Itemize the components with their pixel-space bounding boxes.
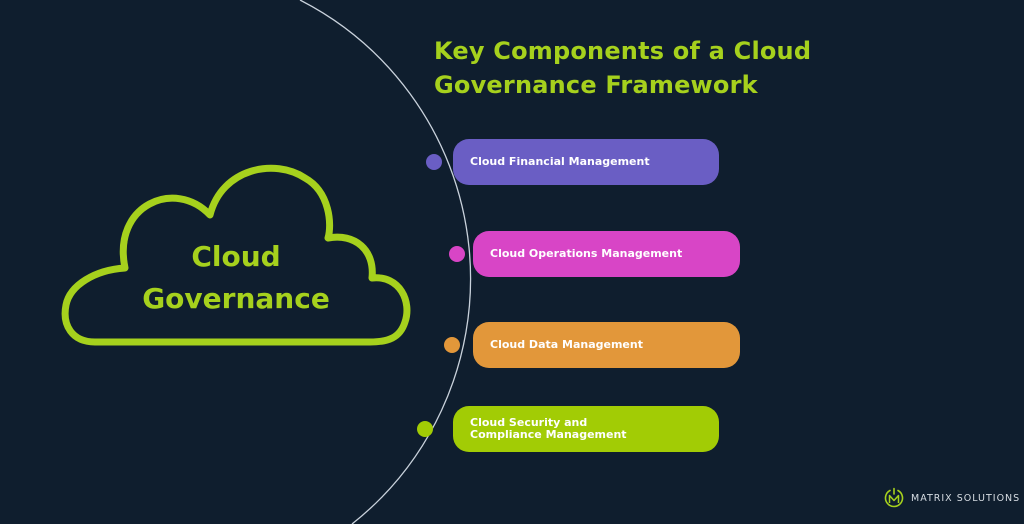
cloud-label-line-2: Governance xyxy=(142,282,330,315)
component-data-management: Cloud Data Management xyxy=(473,322,740,368)
component-label: Cloud Security and Compliance Management xyxy=(470,416,627,441)
component-operations-management: Cloud Operations Management xyxy=(473,231,740,277)
title-line-1: Key Components of a Cloud xyxy=(434,37,812,65)
component-security-compliance-management: Cloud Security and Compliance Management xyxy=(453,406,719,452)
logo-text: MATRIX SOLUTIONS xyxy=(911,492,1021,504)
timeline-dot-financial xyxy=(426,154,442,170)
power-m-icon xyxy=(884,487,904,508)
timeline-dot-security xyxy=(417,421,433,437)
component-financial-management: Cloud Financial Management xyxy=(453,139,719,185)
component-label: Cloud Financial Management xyxy=(470,155,650,168)
title-line-2: Governance Framework xyxy=(434,71,758,99)
component-label: Cloud Operations Management xyxy=(490,247,683,260)
timeline-dot-operations xyxy=(449,246,465,262)
cloud-label-line-1: Cloud xyxy=(191,240,281,273)
timeline-dot-data xyxy=(444,337,460,353)
page-title: Key Components of a Cloud Governance Fra… xyxy=(434,34,854,102)
cloud-governance-label: Cloud Governance xyxy=(110,236,362,320)
component-label: Cloud Data Management xyxy=(490,338,643,351)
matrix-solutions-logo: MATRIX SOLUTIONS xyxy=(883,487,1020,509)
